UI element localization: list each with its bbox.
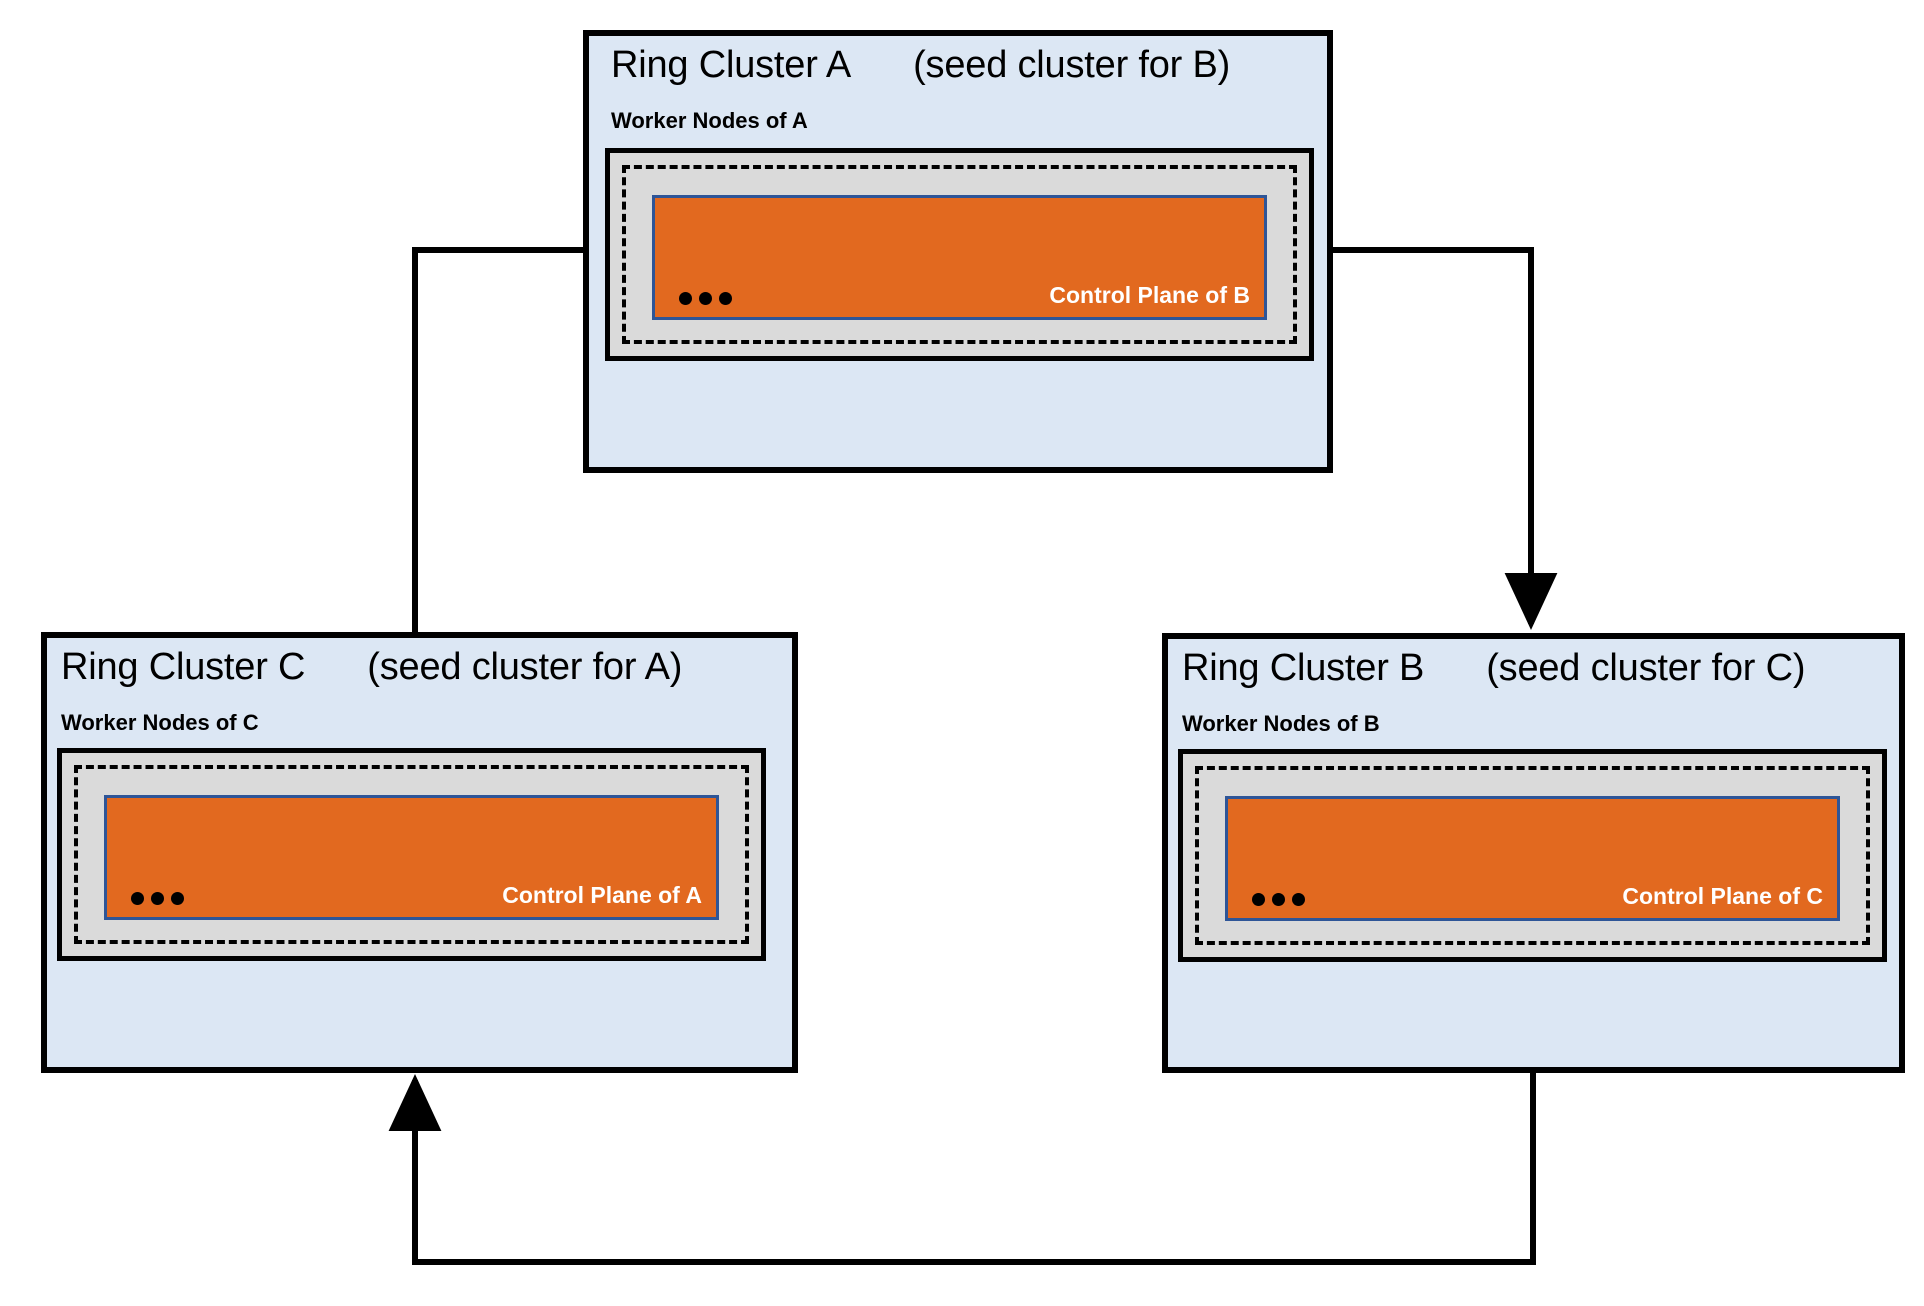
arrow-a-to-b — [1333, 247, 1558, 630]
cluster-b-worker-nodes-dashed-boundary: Control Plane of C — [1195, 766, 1870, 945]
arrow-b-to-c — [388, 1073, 1536, 1265]
cluster-b-worker-nodes-box: Control Plane of C — [1178, 749, 1887, 962]
cluster-b-control-plane-label: Control Plane of C — [1622, 883, 1823, 909]
cluster-c-ellipsis-icon — [131, 892, 184, 905]
cluster-a-title-subtitle: (seed cluster for B) — [913, 44, 1231, 86]
cluster-b-worker-nodes-label: Worker Nodes of B — [1182, 711, 1380, 736]
cluster-c-control-plane-box[interactable]: Control Plane of A — [104, 795, 719, 920]
cluster-a-control-plane-box[interactable]: Control Plane of B — [652, 195, 1267, 320]
cluster-b-title-subtitle: (seed cluster for C) — [1486, 647, 1806, 689]
cluster-a-worker-nodes-dashed-boundary: Control Plane of B — [622, 165, 1297, 344]
cluster-b-ellipsis-icon — [1252, 893, 1305, 906]
cluster-a-title: Ring Cluster A (seed cluster for B) — [611, 44, 1230, 87]
ring-cluster-a[interactable]: Ring Cluster A (seed cluster for B) Worke… — [583, 30, 1333, 473]
cluster-c-control-plane-label: Control Plane of A — [502, 882, 702, 908]
cluster-a-title-main: Ring Cluster A — [611, 44, 852, 86]
cluster-c-title: Ring Cluster C (seed cluster for A) — [61, 646, 682, 689]
cluster-c-title-main: Ring Cluster C — [61, 646, 306, 688]
cluster-c-worker-nodes-label: Worker Nodes of C — [61, 710, 259, 735]
cluster-a-control-plane-label: Control Plane of B — [1049, 282, 1250, 308]
cluster-c-worker-nodes-box: Control Plane of A — [57, 748, 766, 961]
ring-cluster-b[interactable]: Ring Cluster B (seed cluster for C) Worke… — [1162, 633, 1905, 1073]
cluster-b-title: Ring Cluster B (seed cluster for C) — [1182, 647, 1805, 690]
cluster-c-worker-nodes-dashed-boundary: Control Plane of A — [74, 765, 749, 944]
cluster-b-control-plane-box[interactable]: Control Plane of C — [1225, 796, 1840, 921]
ring-cluster-c[interactable]: Ring Cluster C (seed cluster for A) Worke… — [41, 632, 798, 1073]
cluster-a-worker-nodes-label: Worker Nodes of A — [611, 108, 808, 133]
cluster-a-worker-nodes-box: Control Plane of B — [605, 148, 1314, 361]
cluster-c-title-subtitle: (seed cluster for A) — [367, 646, 683, 688]
cluster-a-ellipsis-icon — [679, 292, 732, 305]
cluster-b-title-main: Ring Cluster B — [1182, 647, 1425, 689]
